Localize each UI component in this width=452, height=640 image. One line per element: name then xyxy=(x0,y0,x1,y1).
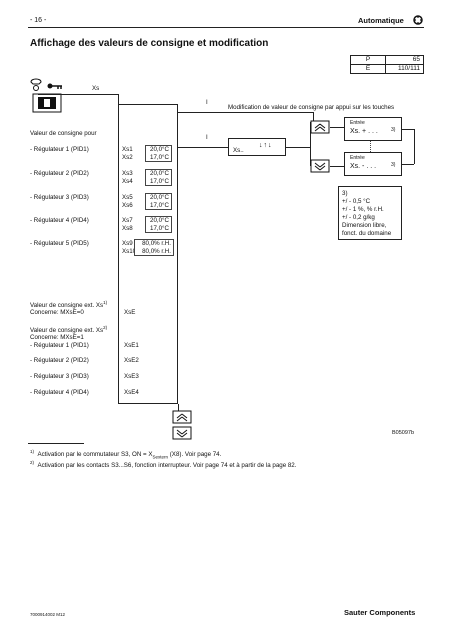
footnote-2: 2) Activation par les contacts S3...S6, … xyxy=(30,460,297,470)
ext-row-code: XsE1 xyxy=(124,342,139,349)
footnote-1: 1) Activation par le commutateur S3, ON … xyxy=(30,449,222,460)
xs-label: Xs xyxy=(92,85,100,92)
figure-id: B05097b xyxy=(392,430,415,436)
ext-row-label: - Régulateur 3 (PID3) xyxy=(30,373,89,380)
ext-row-code: XsE4 xyxy=(124,389,139,396)
ext-row-label: - Régulateur 1 (PID1) xyxy=(30,342,89,349)
page-number: - 16 - xyxy=(30,17,47,24)
note-3-box: 3) +/ - 0,5 °C +/ - 1 %, % r.H. +/ - 0,2… xyxy=(338,186,402,240)
regulator-label: - Régulateur 5 (PID5) xyxy=(30,240,89,247)
controller-icons xyxy=(30,78,62,113)
ext-concerne-1: Concerne: MXsE=0 xyxy=(30,309,84,316)
ext-row-label: - Régulateur 4 (PID4) xyxy=(30,389,89,396)
regulator-values: 80,0% r.H.80,0% r.H. xyxy=(134,239,174,256)
regulator-label: - Régulateur 1 (PID1) xyxy=(30,146,89,153)
ext-code: XsE xyxy=(124,309,136,316)
bottom-down-key-icon[interactable] xyxy=(172,426,192,440)
regulator-label: - Régulateur 3 (PID3) xyxy=(30,194,89,201)
down-key-icon[interactable] xyxy=(310,159,330,173)
section-label: Automatique xyxy=(358,16,404,25)
entree-plus-box: Entrée Xs. + . . . 3) xyxy=(344,117,402,141)
regulator-label: - Régulateur 4 (PID4) xyxy=(30,217,89,224)
header-rule xyxy=(28,27,424,28)
regulator-label: - Régulateur 2 (PID2) xyxy=(30,170,89,177)
entree-minus-box: Entrée Xs. - . . . 3) xyxy=(344,152,402,176)
valeur-consigne-pour: Valeur de consigne pour xyxy=(30,130,97,137)
ext-row-code: XsE3 xyxy=(124,373,139,380)
up-key-icon[interactable] xyxy=(310,120,330,134)
page-title: Affichage des valeurs de consigne et mod… xyxy=(30,38,269,49)
brand: Sauter Components xyxy=(344,608,416,617)
bottom-up-key-icon[interactable] xyxy=(172,410,192,424)
ext-setpoint-1: Valeur de consigne ext. Xs1) xyxy=(30,300,108,310)
ext-row-label: - Régulateur 2 (PID2) xyxy=(30,357,89,364)
ext-row-code: XsE2 xyxy=(124,357,139,364)
doc-ref: 7000914002 M12 xyxy=(30,612,66,617)
ext-setpoint-2: Valeur de consigne ext. Xs2) xyxy=(30,325,108,335)
ext-concerne-2: Concerne: MXsE=1 xyxy=(30,334,84,341)
modification-text: Modification de valeur de consigne par a… xyxy=(228,104,395,111)
select-box[interactable]: Xs.. ↓↑↓ xyxy=(228,138,286,156)
automatique-icon xyxy=(413,15,423,25)
